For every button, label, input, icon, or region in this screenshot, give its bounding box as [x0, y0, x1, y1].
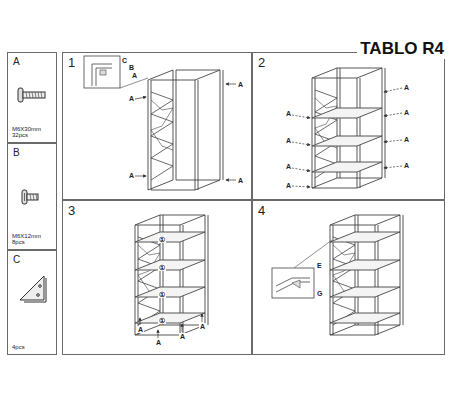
- step1-drawing: [84, 56, 236, 190]
- step3-drawing: [135, 215, 208, 338]
- part-callout: A: [403, 84, 410, 91]
- part-callout: A: [131, 72, 138, 79]
- parts-panel: B M6X12mm8pcs: [7, 143, 57, 250]
- step2-drawing: [292, 68, 402, 188]
- part-callout: A: [237, 81, 244, 88]
- step-panel: 1: [62, 52, 252, 200]
- parts-panel: A M6X30mm32pcs: [7, 52, 57, 143]
- part-size: M6X12mm: [12, 233, 41, 240]
- part-callout: A: [199, 323, 206, 330]
- step4-drawing: [272, 215, 403, 335]
- part-callout: A: [237, 177, 244, 184]
- part-callout: A: [128, 95, 135, 102]
- part-callout: A: [403, 162, 410, 169]
- part-callout: A: [128, 172, 135, 179]
- callout-number: ①: [158, 291, 166, 298]
- step-panel: 2: [252, 52, 445, 200]
- part-callout: A: [285, 182, 292, 189]
- step-number: 1: [68, 56, 75, 70]
- screw-b: [22, 190, 38, 204]
- part-callout: C: [121, 57, 128, 64]
- spec-group: M6X12mm8pcs: [12, 233, 41, 246]
- spec-group: M6X30mm32pcs: [12, 126, 41, 139]
- part-quantity: 8pcs: [12, 239, 41, 246]
- page-title: TABLO R4: [357, 40, 447, 59]
- spec-group: 4pcs: [12, 344, 25, 351]
- step-panel: 4: [252, 200, 445, 355]
- callout-number: ①: [158, 317, 166, 324]
- part-callout: A: [179, 333, 186, 340]
- part-callout: A: [285, 137, 292, 144]
- part-callout: A: [403, 109, 410, 116]
- callout-number: ①: [158, 264, 166, 271]
- screw-a: [18, 88, 45, 102]
- part-quantity: 4pcs: [12, 344, 25, 351]
- callout-number: ①: [158, 236, 166, 243]
- step-number: 4: [258, 204, 265, 218]
- part-callout: A: [285, 110, 292, 117]
- part-callout: A: [155, 339, 162, 346]
- part-callout: A: [403, 136, 410, 143]
- parts-panel: C 4pcs: [7, 250, 57, 355]
- step-number: 2: [258, 56, 265, 70]
- part-callout: B: [128, 64, 135, 71]
- part-letter: C: [13, 254, 20, 265]
- part-letter: A: [13, 56, 20, 67]
- part-callout: G: [316, 290, 323, 297]
- part-size: M6X30mm: [12, 126, 41, 133]
- part-callout: A: [137, 326, 144, 333]
- part-letter: B: [13, 147, 20, 158]
- bracket-c: [20, 276, 46, 302]
- step-number: 3: [68, 204, 75, 218]
- step-panel: 3: [62, 200, 252, 355]
- part-callout: A: [285, 163, 292, 170]
- part-quantity: 32pcs: [12, 132, 41, 139]
- part-callout: E: [316, 262, 323, 269]
